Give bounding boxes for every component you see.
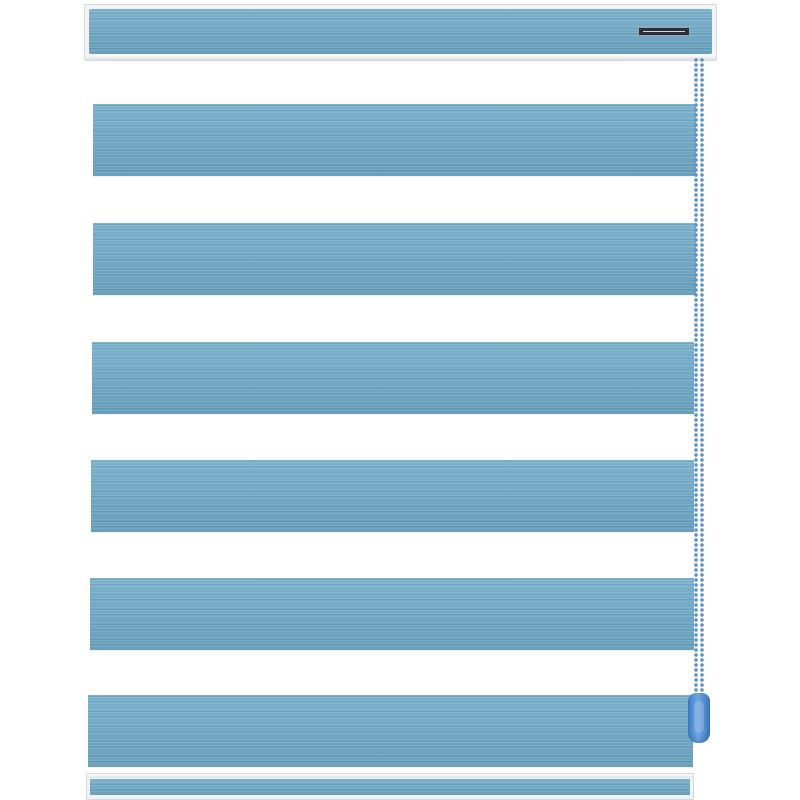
blind-slat [91,460,694,532]
pull-cord-left-strand[interactable] [694,58,698,698]
blind-slat [92,342,694,414]
bottom-rail [86,773,694,800]
blind-slat [88,695,693,767]
headrail [84,4,717,61]
bottom-rail-fabric [90,779,690,795]
headrail-fabric-cassette [89,9,712,54]
brand-logo-plaque [638,27,690,36]
headrail-lip [85,55,716,60]
blind-slat [93,104,696,176]
bottom-rail-top-edge [87,774,693,778]
pull-cord-right-strand[interactable] [700,58,704,698]
blind-slat [90,578,694,650]
blind-slat [93,223,696,295]
cord-weight[interactable] [688,693,710,743]
